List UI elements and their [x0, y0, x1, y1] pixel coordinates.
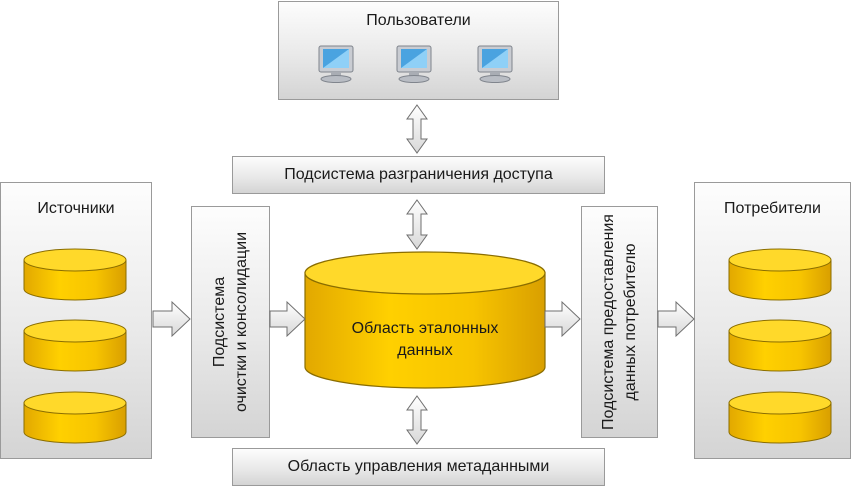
users-access-arrow	[406, 104, 428, 154]
delivery-to-consumers-arrow	[657, 300, 695, 338]
monitor-icon	[318, 45, 354, 83]
master-to-delivery-arrow	[544, 300, 581, 338]
consumer-database-1	[728, 248, 832, 301]
master-data-label-line1: Область эталонных	[351, 320, 499, 337]
monitor-icon	[396, 45, 432, 83]
source-database-1	[23, 248, 127, 301]
sources-to-cleansing-arrow	[152, 300, 191, 338]
metadata-label: Область управления метаданными	[287, 458, 550, 475]
source-database-3	[23, 391, 127, 444]
consumer-database-3	[728, 391, 832, 444]
sources-title: Источники	[37, 200, 115, 217]
consumer-delivery-subsystem: Подсистема предоставления данных потреби…	[581, 206, 658, 438]
master-metadata-arrow	[406, 395, 428, 445]
consumer-database-2	[728, 319, 832, 372]
access-control-label: Подсистема разграничения доступа	[284, 166, 553, 183]
consumers-title: Потребители	[724, 200, 821, 217]
master-data-label: Область эталонных данных	[305, 318, 545, 362]
monitor-icon	[477, 45, 513, 83]
master-data-label-line2: данных	[397, 342, 453, 359]
cleansing-consolidation-subsystem: Подсистема очистки и консолидации	[191, 206, 270, 438]
users-panel: Пользователи	[278, 1, 559, 100]
source-database-2	[23, 319, 127, 372]
metadata-management-area: Область управления метаданными	[232, 448, 605, 486]
master-data-database	[304, 251, 546, 389]
access-control-subsystem: Подсистема разграничения доступа	[232, 156, 605, 194]
cleansing-to-master-arrow	[269, 300, 306, 338]
users-title: Пользователи	[366, 12, 471, 29]
access-master-arrow	[406, 199, 428, 250]
